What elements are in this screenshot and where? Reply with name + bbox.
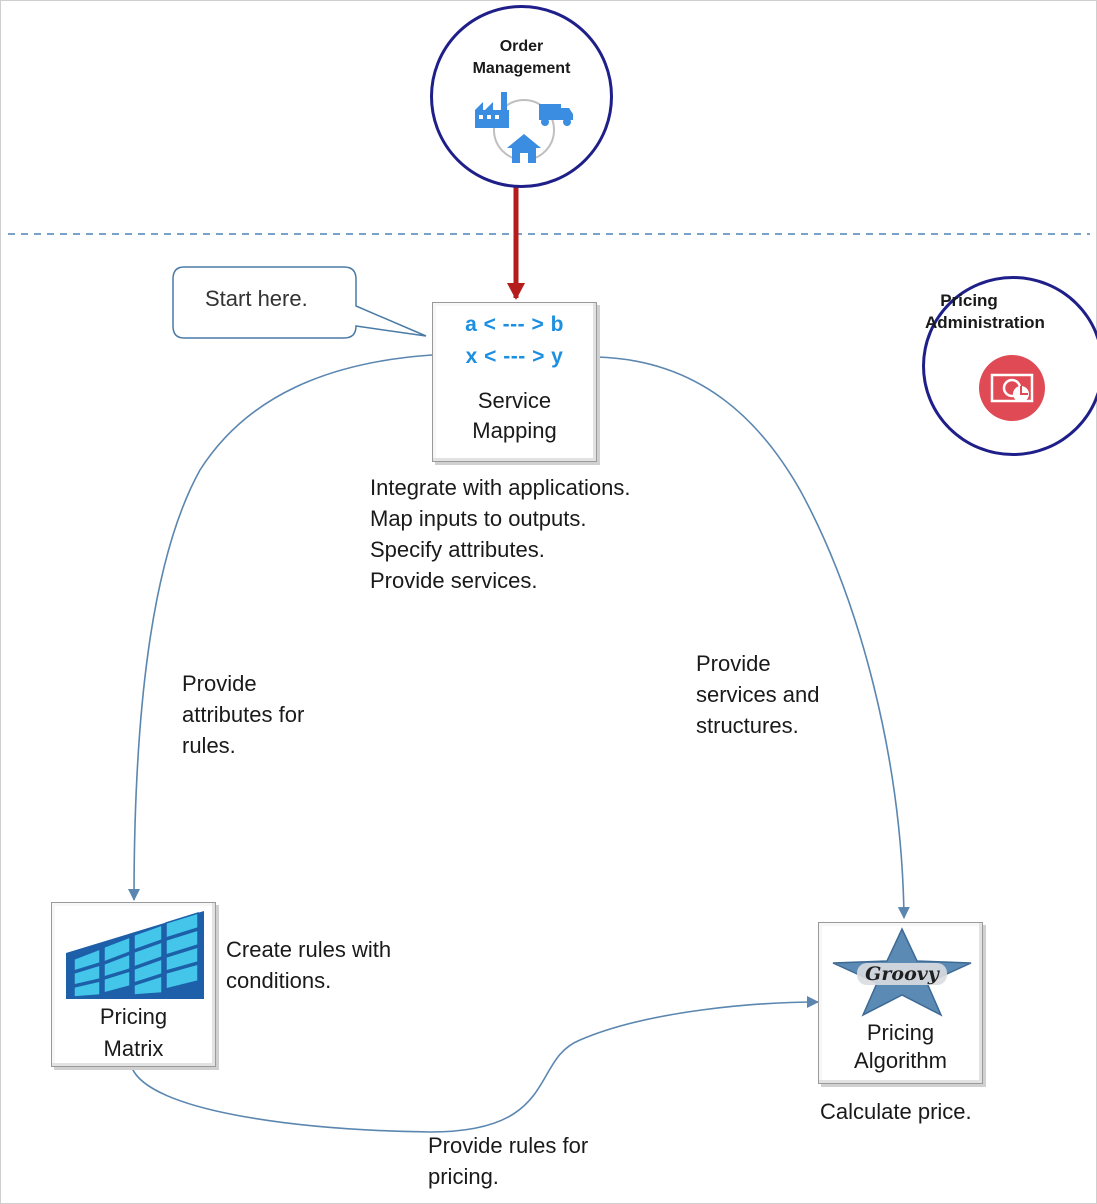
price-chart-icon xyxy=(979,355,1045,421)
connector-mapping-to-algorithm xyxy=(596,356,910,919)
pricing-matrix-label: Pricing Matrix xyxy=(99,1004,168,1061)
pricing-administration-title: Pricing Administration xyxy=(925,291,1045,332)
grid-table-icon xyxy=(66,911,204,999)
label-rules-for-pricing: Provide rules for pricing. xyxy=(428,1133,589,1189)
connector-mapping-to-matrix xyxy=(128,354,433,901)
mapping-line-x-y: x < --- > y xyxy=(465,345,564,368)
pricing-administration-node[interactable]: Pricing Administration xyxy=(922,276,1097,456)
service-mapping-description: Integrate with applications. Map inputs … xyxy=(370,475,631,593)
start-here-callout xyxy=(172,266,427,339)
start-here-text: Start here. xyxy=(205,286,308,311)
label-services-and-structures: Provide services and structures. xyxy=(696,651,820,738)
pricing-algorithm-description: Calculate price. xyxy=(820,1099,972,1124)
service-mapping-label: Service Mapping xyxy=(472,388,557,443)
factory-icon xyxy=(475,92,509,128)
pricing-matrix-description: Create rules with conditions. xyxy=(226,937,392,993)
service-mapping-node[interactable]: a < --- > b x < --- > y Service Mapping xyxy=(432,302,597,462)
order-management-icon xyxy=(475,92,573,163)
pricing-matrix-node[interactable]: Pricing Matrix xyxy=(51,902,216,1067)
house-icon xyxy=(507,134,541,163)
mapping-line-a-b: a < --- > b xyxy=(465,313,564,336)
order-management-node[interactable]: Order Management xyxy=(430,5,613,188)
label-attributes-for-rules: Provide attributes for rules. xyxy=(182,671,305,758)
connector-matrix-to-algorithm xyxy=(131,996,819,1133)
groovy-star-logo: Groovy xyxy=(832,927,972,1017)
pricing-algorithm-node[interactable]: Groovy Pricing Algorithm xyxy=(818,922,983,1084)
pricing-algorithm-label: Pricing Algorithm xyxy=(854,1020,947,1073)
truck-icon xyxy=(539,104,573,126)
order-management-title: Order Management xyxy=(472,38,571,77)
svg-text:Groovy: Groovy xyxy=(865,963,941,985)
